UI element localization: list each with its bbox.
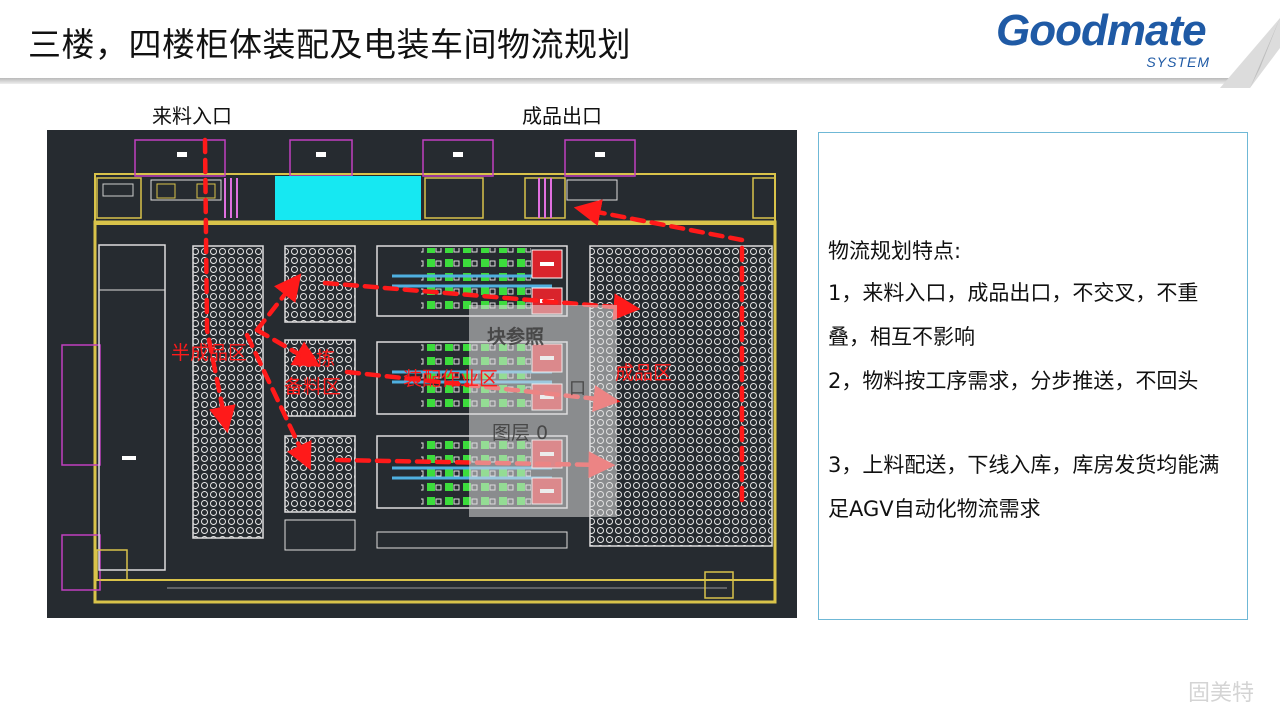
zone-finished: 成品区 xyxy=(615,362,673,384)
page-curl-icon xyxy=(1220,18,1280,88)
finished-racks xyxy=(589,245,773,547)
logo-main-text: Goodmate xyxy=(996,6,1207,55)
zone-assembly: 装配作业区 xyxy=(403,368,499,390)
feature-item-2: 2，物料按工序需求，分步推送，不回头 xyxy=(828,369,1199,393)
feature-item-1: 1，来料入口，成品出口，不交叉，不重叠，相互不影响 xyxy=(828,281,1199,349)
slide-title: 三楼，四楼柜体装配及电装车间物流规划 xyxy=(28,25,631,64)
material-entrance-label: 来料入口 xyxy=(152,104,232,128)
overlay-block-ref: 块参照 xyxy=(487,326,545,348)
zone-semi-finished: 半成品区 xyxy=(171,342,248,364)
zone-staging: 备料区 xyxy=(284,376,342,398)
cad-floor-plan: 块参照 口 图层 0 半成品区 分拣 备料区 装配作业区 成品区 xyxy=(47,130,797,618)
watermark-text: 固美特 xyxy=(1188,681,1255,706)
features-heading: 物流规划特点: xyxy=(828,239,962,263)
goodmate-logo: Goodmate SYSTEM xyxy=(996,6,1216,74)
product-exit-label: 成品出口 xyxy=(522,104,602,128)
building-outline xyxy=(93,220,777,604)
semi-finished-racks xyxy=(192,245,264,539)
overlay-layer: 图层 0 xyxy=(492,422,549,444)
cad-tooltip-overlay xyxy=(469,305,617,517)
cyan-room xyxy=(275,176,421,220)
header-divider xyxy=(0,78,1250,84)
zone-staging-top: 分拣 xyxy=(297,348,336,370)
feature-item-3: 3，上料配送，下线入库，库房发货均能满足AGV自动化物流需求 xyxy=(828,453,1220,521)
overlay-extra: 口 xyxy=(569,379,586,399)
logistics-features-panel: 物流规划特点: 1，来料入口，成品出口，不交叉，不重叠，相互不影响 2，物料按工… xyxy=(818,132,1248,620)
logo-sub-text: SYSTEM xyxy=(1146,54,1210,70)
slide-header: 三楼，四楼柜体装配及电装车间物流规划 Goodmate SYSTEM xyxy=(0,0,1280,82)
